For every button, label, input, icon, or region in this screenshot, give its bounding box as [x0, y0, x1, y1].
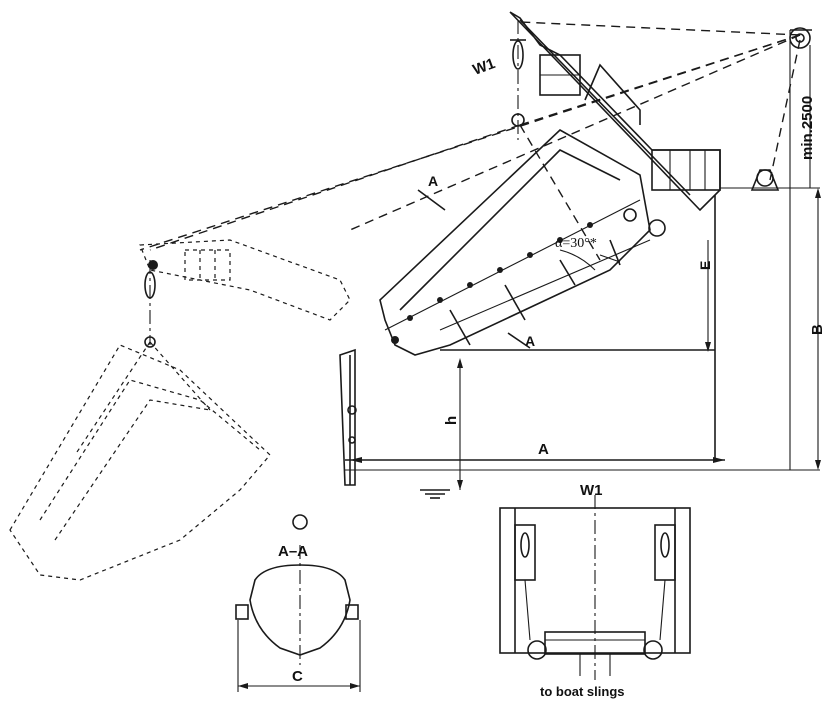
fall-wire-lines	[139, 21, 801, 261]
dimension-lines	[350, 188, 821, 490]
dim-c-label: C	[292, 668, 303, 685]
waterline-symbol	[420, 360, 461, 499]
dim-e-label: E	[697, 261, 713, 270]
w1-top-label: W1	[471, 55, 498, 79]
section-markers	[417, 189, 531, 349]
fall-block-lowered	[144, 260, 156, 348]
dim-a-label: A	[538, 441, 549, 458]
w1-front-label: W1	[580, 482, 603, 499]
fall-block-top	[510, 20, 526, 140]
front-view	[499, 495, 691, 680]
lifeboat-lowered	[9, 341, 271, 581]
lifeboat-stowed	[379, 129, 666, 356]
dim-h-label: h	[443, 416, 460, 425]
to-boat-slings-label: to boat slings	[540, 684, 625, 699]
davit-arm-stowed	[509, 11, 721, 212]
min-2500-label: min.2500	[799, 96, 816, 160]
section-a-a-view	[235, 545, 361, 692]
dim-b-label: B	[809, 324, 826, 335]
section-a-top-label: A	[428, 173, 438, 189]
angle-label: α=30°*	[555, 236, 597, 251]
section-a-bottom-label: A	[525, 333, 535, 349]
ship-side-structure	[339, 30, 820, 486]
projection-symbol	[292, 514, 308, 530]
davit-arm-swung-out	[139, 239, 351, 321]
section-title: A–A	[278, 543, 308, 560]
